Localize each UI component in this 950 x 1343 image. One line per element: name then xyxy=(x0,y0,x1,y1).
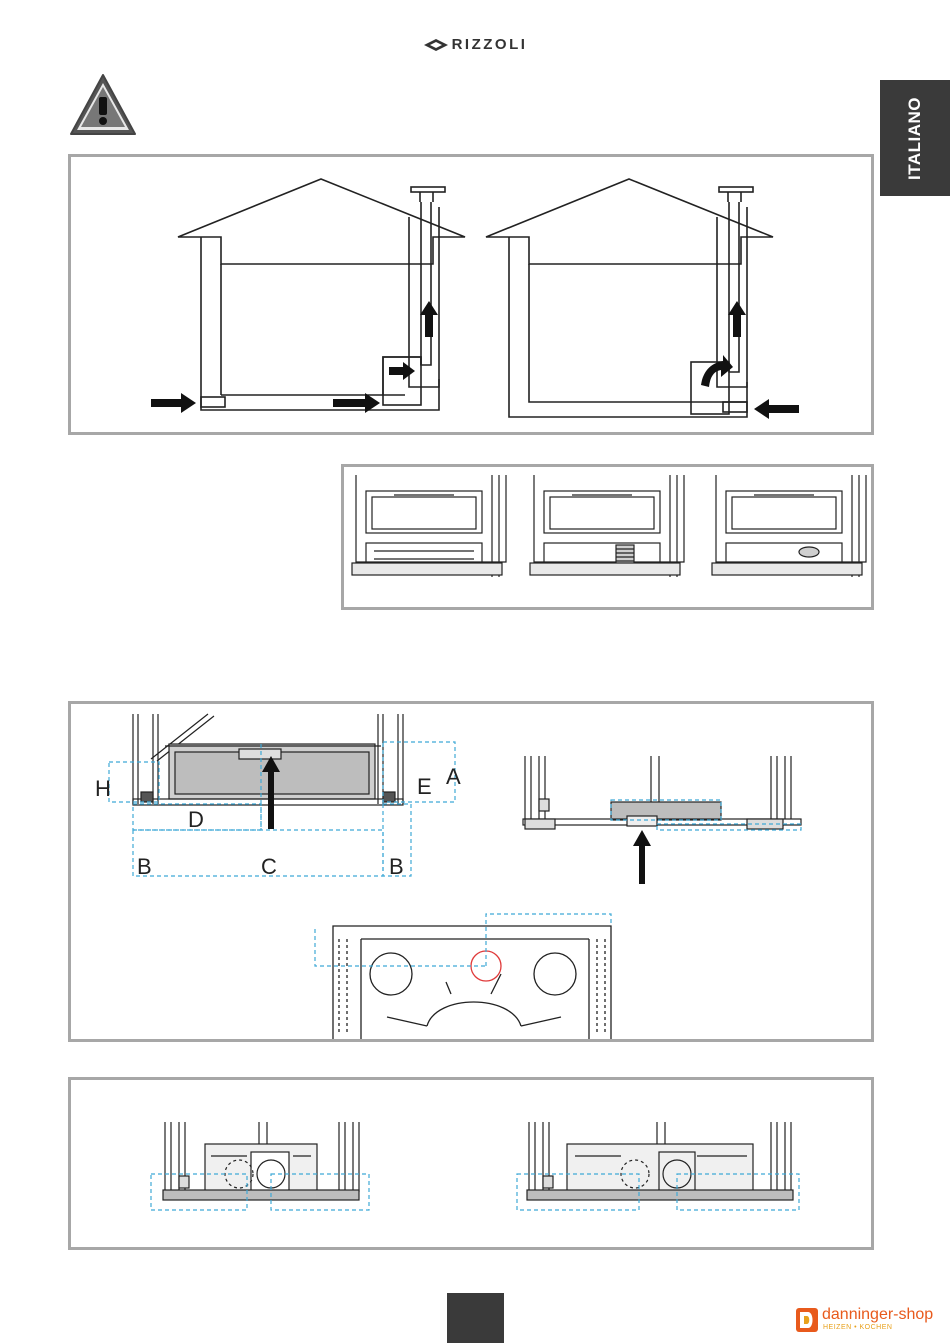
shop-name: danninger-shop xyxy=(822,1306,933,1324)
shop-tagline: HEIZEN • KOCHEN xyxy=(823,1324,892,1331)
warning-triangle-icon xyxy=(68,72,138,138)
danninger-logo-icon xyxy=(796,1308,818,1332)
dim-label-e: E xyxy=(417,774,432,799)
appliance-base-view-1 xyxy=(352,475,506,577)
side-view-arrow xyxy=(633,830,651,884)
base-configuration-left xyxy=(163,1122,359,1200)
appliance-base-view-3 xyxy=(712,475,866,577)
top-view-guide-right xyxy=(486,914,611,966)
shop-logo: danninger-shop HEIZEN • KOCHEN xyxy=(796,1306,946,1334)
dim-label-d: D xyxy=(188,807,204,832)
appliance-base-views-panel xyxy=(341,464,874,610)
language-tab: ITALIANO xyxy=(880,80,950,196)
appliance-base-view-2 xyxy=(530,475,684,577)
base-configurations-panel xyxy=(68,1077,874,1250)
base-configuration-right xyxy=(527,1122,793,1200)
dim-label-a: A xyxy=(446,764,461,789)
left-house-diagram xyxy=(178,179,465,410)
dim-label-b-left: B xyxy=(137,854,152,879)
top-view-diagram xyxy=(333,926,611,1039)
right-house-diagram xyxy=(486,179,773,417)
top-view-guide-left xyxy=(315,929,486,966)
dim-label-b-right: B xyxy=(389,854,404,879)
dim-label-c: C xyxy=(261,854,277,879)
language-tab-label: ITALIANO xyxy=(880,80,950,196)
page-number-block xyxy=(447,1293,504,1343)
dim-label-h: H xyxy=(95,776,111,801)
ventilation-houses-panel xyxy=(68,154,874,435)
side-view-diagram xyxy=(523,756,801,829)
brand-name: RIZZOLI xyxy=(452,36,528,53)
brand-header: RIZZOLI xyxy=(0,36,950,53)
dimensions-panel: H D E A B C B xyxy=(68,701,874,1042)
rizzoli-logo-icon xyxy=(423,38,449,52)
